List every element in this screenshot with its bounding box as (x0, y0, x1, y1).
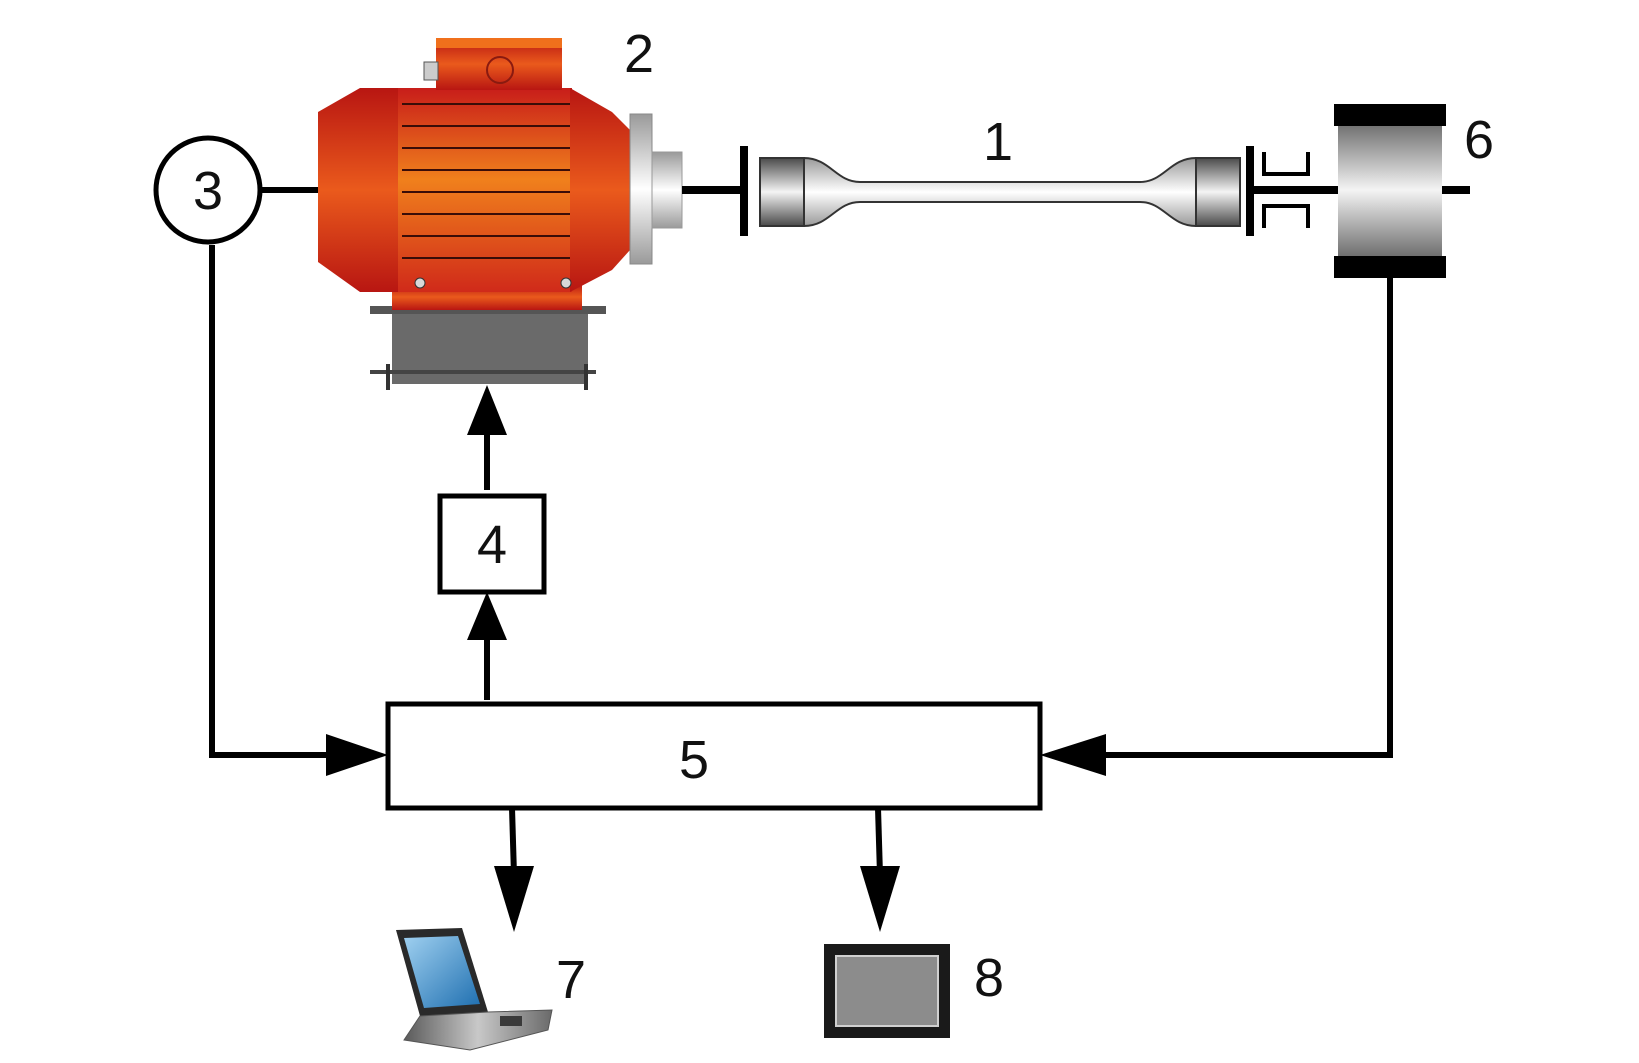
brake-drum-bottom (1334, 256, 1446, 278)
specimen-right-grip (1195, 157, 1241, 227)
bearing (1262, 152, 1310, 228)
sensor-circle (153, 135, 263, 245)
controller-box-5: 5 (385, 701, 1043, 811)
motor-front-cap (570, 88, 630, 292)
monitor-screen (835, 955, 939, 1027)
brake-to-controller-line (1090, 275, 1393, 758)
laptop-label: 7 (556, 950, 586, 1010)
motor-terminal-lid (436, 38, 562, 48)
motor-flange (629, 113, 653, 265)
controller-to-monitor-line (875, 807, 883, 876)
arrow-into-monitor (860, 866, 900, 932)
arrow-into-motor (467, 385, 507, 435)
motor-body (398, 88, 572, 292)
driver-box (437, 493, 547, 595)
laptop-base (403, 1009, 553, 1051)
specimen-left-grip (759, 157, 805, 227)
arrow-into-laptop (494, 866, 534, 932)
motor-shaft-hub (651, 151, 683, 229)
monitor-8: 8 (824, 944, 1004, 1038)
motor-cooling-fins (402, 103, 570, 259)
driver-label: 4 (477, 515, 507, 575)
arrow-into-controller-right (1040, 734, 1106, 776)
laptop-screen (404, 936, 480, 1008)
laptop-touchpad (500, 1016, 522, 1026)
brake-6: 6 (1334, 104, 1494, 278)
motor-terminal-bolt (423, 61, 439, 81)
sensor-label: 3 (193, 161, 223, 221)
brake-label: 6 (1464, 110, 1494, 170)
monitor-label: 8 (974, 948, 1004, 1008)
brake-drum-top (1334, 104, 1446, 126)
specimen-1: 1 (759, 112, 1241, 228)
electric-motor-2: 2 (318, 24, 683, 390)
connection-lines (209, 187, 1393, 876)
brake-drum (1338, 106, 1442, 274)
arrowheads (326, 385, 1106, 932)
controller-label: 5 (679, 730, 709, 790)
sensor-to-controller-line (209, 245, 330, 758)
driver-box-4: 4 (437, 493, 547, 595)
arrow-into-controller-left (326, 734, 388, 776)
motor-rear-cap (318, 88, 400, 292)
motor-bolt (560, 277, 572, 289)
arrow-into-driver (467, 592, 507, 640)
motor-label: 2 (624, 24, 654, 84)
controller-box (385, 701, 1043, 811)
specimen-label: 1 (983, 112, 1013, 172)
laptop-7: 7 (396, 928, 586, 1051)
motor-terminal-port (486, 56, 514, 84)
sensor-3: 3 (153, 135, 263, 245)
motor-bolt (414, 277, 426, 289)
controller-to-laptop-line (509, 807, 517, 876)
